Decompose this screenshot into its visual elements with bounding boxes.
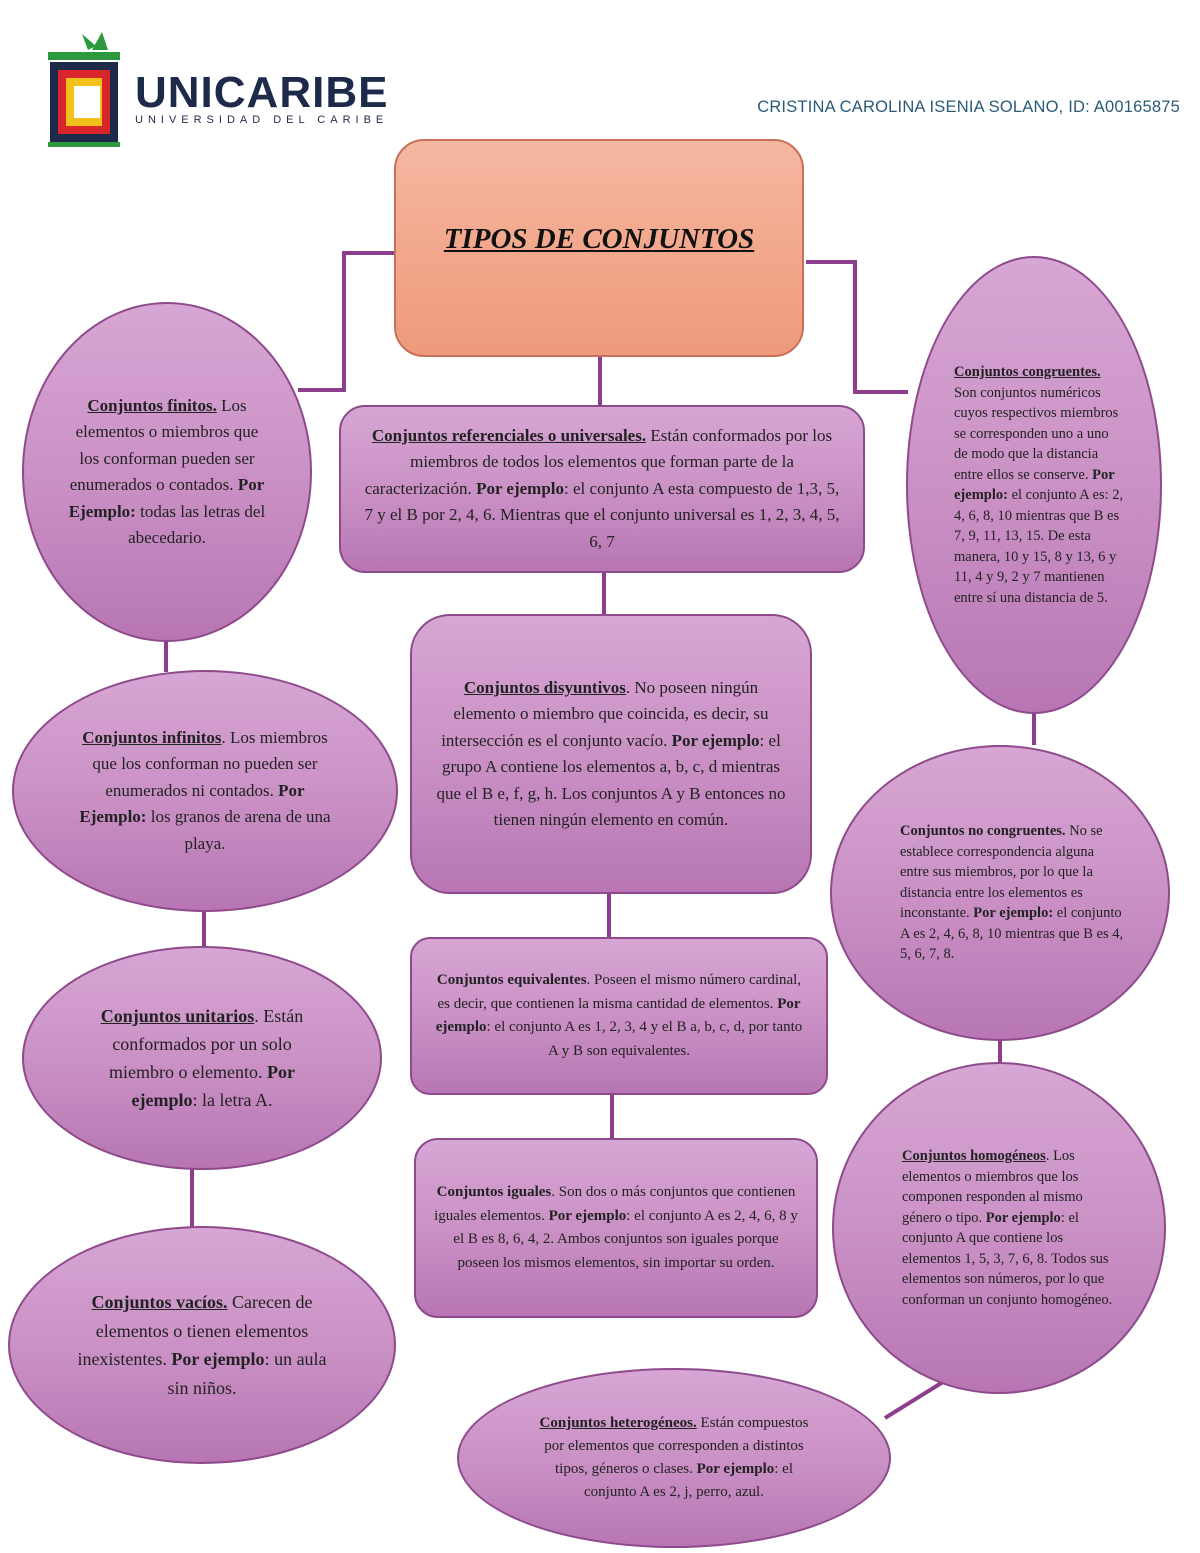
node-congruentes-text: Son conjuntos numéricos cuyos respectivo… <box>954 384 1119 483</box>
node-no-congruentes-example: el conjunto A es 2, 4, 6, 8, 10 mientras… <box>900 905 1124 963</box>
node-disyuntivos-title: Conjuntos disyuntivos <box>463 677 626 697</box>
connector-homogeneos-heterogeneos <box>883 1380 945 1420</box>
node-congruentes-example: el conjunto A es: 2, 4, 6, 8, 10 mientra… <box>954 487 1124 606</box>
node-iguales-text: . Son dos o más conjuntos que contienen … <box>434 1184 796 1224</box>
title-box: TIPOS DE CONJUNTOS <box>394 139 804 357</box>
node-unitarios-example: : la letra A. <box>192 1090 273 1110</box>
node-infinitos-example: los granos de arena de una playa. <box>146 807 331 853</box>
node-no-congruentes-text: No se establece correspondencia alguna e… <box>900 823 1103 922</box>
page-title: TIPOS DE CONJUNTOS <box>443 223 755 255</box>
node-homogeneos-title: Conjuntos homogéneos <box>902 1148 1046 1164</box>
logo-subtitle: UNIVERSIDAD DEL CARIBE <box>135 114 389 126</box>
node-infinitos: Conjuntos infinitos. Los miembros que lo… <box>12 670 398 912</box>
node-congruentes: Conjuntos congruentes. Son conjuntos num… <box>906 256 1162 714</box>
node-homogeneos: Conjuntos homogéneos. Los elementos o mi… <box>832 1062 1166 1394</box>
node-unitarios: Conjuntos unitarios. Están conformados p… <box>22 946 382 1170</box>
node-finitos-title: Conjuntos finitos. <box>87 395 217 415</box>
node-no-congruentes-example-label: Por ejemplo: <box>973 905 1054 922</box>
node-referenciales-example-label: Por ejemplo <box>476 478 565 498</box>
node-vacios-text: Carecen de elementos o tienen elementos … <box>77 1292 313 1369</box>
node-congruentes-example-label: Por ejemplo: <box>954 466 1115 504</box>
node-heterogeneos-text: Están compuestos por elementos que corre… <box>544 1415 809 1477</box>
node-vacios-title: Conjuntos vacíos. <box>91 1292 228 1312</box>
node-unitarios-title: Conjuntos unitarios <box>100 1006 255 1026</box>
node-referenciales-text: Están conformados por los miembros de to… <box>364 425 833 498</box>
node-unitarios-example-label: Por ejemplo <box>131 1062 295 1110</box>
node-disyuntivos-example: : el grupo A contiene los elementos a, b… <box>436 730 786 830</box>
node-equivalentes-text: . Poseen el mismo número cardinal, es de… <box>437 972 802 1012</box>
node-referenciales: Conjuntos referenciales o universales. E… <box>339 405 865 573</box>
node-equivalentes-example: : el conjunto A es 1, 2, 3, 4 y el B a, … <box>486 1019 803 1059</box>
node-equivalentes-example-label: Por ejemplo <box>435 995 801 1036</box>
node-no-congruentes-title: Conjuntos no congruentes. <box>900 823 1066 840</box>
node-equivalentes: Conjuntos equivalentes. Poseen el mismo … <box>410 937 828 1095</box>
node-equivalentes-title: Conjuntos equivalentes <box>436 972 587 988</box>
node-heterogeneos-example-label: Por ejemplo <box>696 1461 775 1477</box>
node-iguales-title: Conjuntos iguales <box>436 1184 552 1200</box>
node-heterogeneos-example: : el conjunto A es 2, j, perro, azul. <box>584 1461 793 1500</box>
node-vacios: Conjuntos vacíos. Carecen de elementos o… <box>8 1226 396 1464</box>
node-referenciales-title: Conjuntos referenciales o universales. <box>371 425 647 445</box>
node-finitos-text: Los elementos o miembros que los conform… <box>69 395 259 495</box>
node-infinitos-example-label: Por Ejemplo: <box>79 780 305 827</box>
node-disyuntivos: Conjuntos disyuntivos. No poseen ningún … <box>410 614 812 894</box>
node-finitos-example: todas las letras del abecedario. <box>128 501 266 548</box>
connector-title-finitos <box>298 251 394 392</box>
node-homogeneos-example-label: Por ejemplo <box>985 1209 1061 1226</box>
node-vacios-example-label: Por ejemplo <box>171 1349 265 1369</box>
node-finitos-example-label: Por Ejemplo: <box>68 475 265 521</box>
node-heterogeneos-title: Conjuntos heterogéneos. <box>539 1415 697 1431</box>
connector-title-congruentes <box>806 260 908 394</box>
node-heterogeneos: Conjuntos heterogéneos. Están compuestos… <box>457 1368 891 1548</box>
student-name-id: CRISTINA CAROLINA ISENIA SOLANO, ID: A00… <box>757 98 1180 116</box>
logo-emblem-icon <box>48 32 120 147</box>
node-iguales-example-label: Por ejemplo <box>548 1207 627 1224</box>
node-infinitos-title: Conjuntos infinitos <box>82 727 222 747</box>
node-disyuntivos-example-label: Por ejemplo <box>671 730 760 750</box>
node-iguales-example: : el conjunto A es 2, 4, 6, 8 y el B es … <box>453 1207 798 1271</box>
node-unitarios-text: . Están conformados por un solo miembro … <box>109 1006 304 1082</box>
node-infinitos-text: . Los miembros que los conforman no pued… <box>92 727 328 800</box>
node-no-congruentes: Conjuntos no congruentes. No se establec… <box>830 745 1170 1041</box>
node-iguales: Conjuntos iguales. Son dos o más conjunt… <box>414 1138 818 1318</box>
logo-wordmark: UNICARIBE UNIVERSIDAD DEL CARIBE <box>135 68 395 127</box>
node-vacios-example: : un aula sin niños. <box>167 1349 327 1398</box>
node-finitos: Conjuntos finitos. Los elementos o miemb… <box>22 302 312 642</box>
logo-name: UNICARIBE <box>135 68 389 117</box>
node-referenciales-example: : el conjunto A esta compuesto de 1,3, 5… <box>364 478 840 551</box>
node-homogeneos-text: . Los elementos o miembros que los compo… <box>902 1148 1083 1226</box>
node-homogeneos-example: : el conjunto A que contiene los element… <box>902 1209 1113 1308</box>
unicaribe-logo <box>48 32 120 147</box>
node-congruentes-title: Conjuntos congruentes. <box>954 364 1101 380</box>
node-disyuntivos-text: . No poseen ningún elemento o miembro qu… <box>441 677 769 750</box>
